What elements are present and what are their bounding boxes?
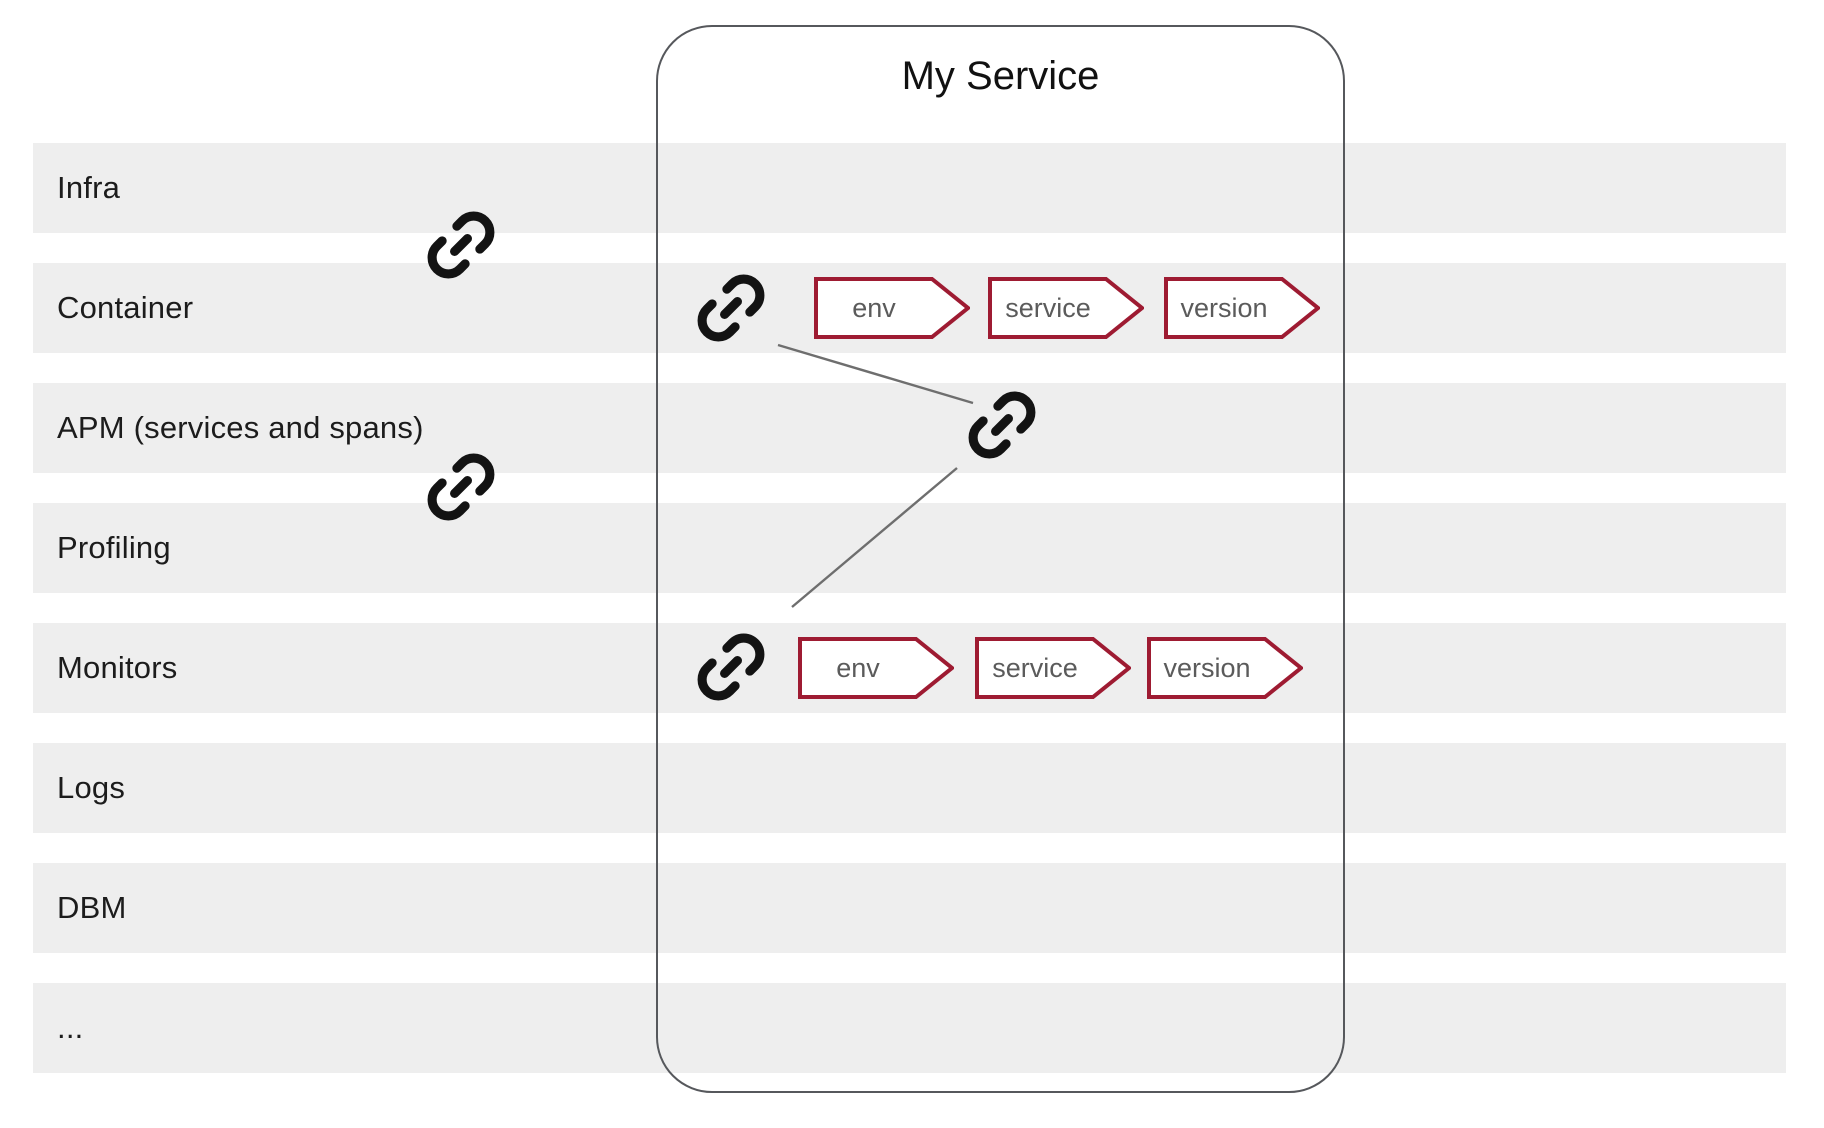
row-label-monitors: Monitors [57, 650, 178, 685]
tag-service: service [988, 277, 1146, 339]
row-infra: Infra [33, 143, 1786, 233]
tag-arrow-shape [798, 637, 956, 699]
row-label-dbm: DBM [57, 890, 127, 925]
tag-service: service [975, 637, 1133, 699]
tag-arrow-shape [1147, 637, 1305, 699]
link-icon [963, 386, 1041, 464]
tag-label: version [1180, 293, 1267, 323]
tag-label: env [836, 653, 880, 683]
tag-arrow-shape [988, 277, 1146, 339]
row-label-apm: APM (services and spans) [57, 410, 424, 445]
my-service-box [656, 25, 1345, 1093]
row-label-logs: Logs [57, 770, 126, 805]
tag-arrow-shape [975, 637, 1133, 699]
tag-label: env [852, 293, 896, 323]
link-icon [692, 628, 770, 706]
link-icon [692, 269, 770, 347]
row-label-profiling: Profiling [57, 530, 171, 565]
tag-label: version [1163, 653, 1250, 683]
tag-label: service [1005, 293, 1091, 323]
link-icon [422, 448, 500, 526]
row-dbm: DBM [33, 863, 1786, 953]
row-ellipsis: ... [33, 983, 1786, 1073]
tag-arrow-shape [1164, 277, 1322, 339]
row-label-container: Container [57, 290, 194, 325]
row-label-infra: Infra [57, 170, 121, 205]
row-apm: APM (services and spans) [33, 383, 1786, 473]
row-profiling: Profiling [33, 503, 1786, 593]
tag-version: version [1164, 277, 1322, 339]
connector-line-container-to-middle [777, 343, 974, 405]
tag-label: service [992, 653, 1078, 683]
tag-env: env [798, 637, 956, 699]
row-logs: Logs [33, 743, 1786, 833]
tag-arrow-shape [814, 277, 972, 339]
connector-line-middle-to-monitors [791, 467, 958, 608]
tag-env: env [814, 277, 972, 339]
tag-version: version [1147, 637, 1305, 699]
my-service-title: My Service [901, 54, 1100, 98]
link-icon [422, 206, 500, 284]
row-label-ellipsis: ... [57, 1010, 84, 1045]
